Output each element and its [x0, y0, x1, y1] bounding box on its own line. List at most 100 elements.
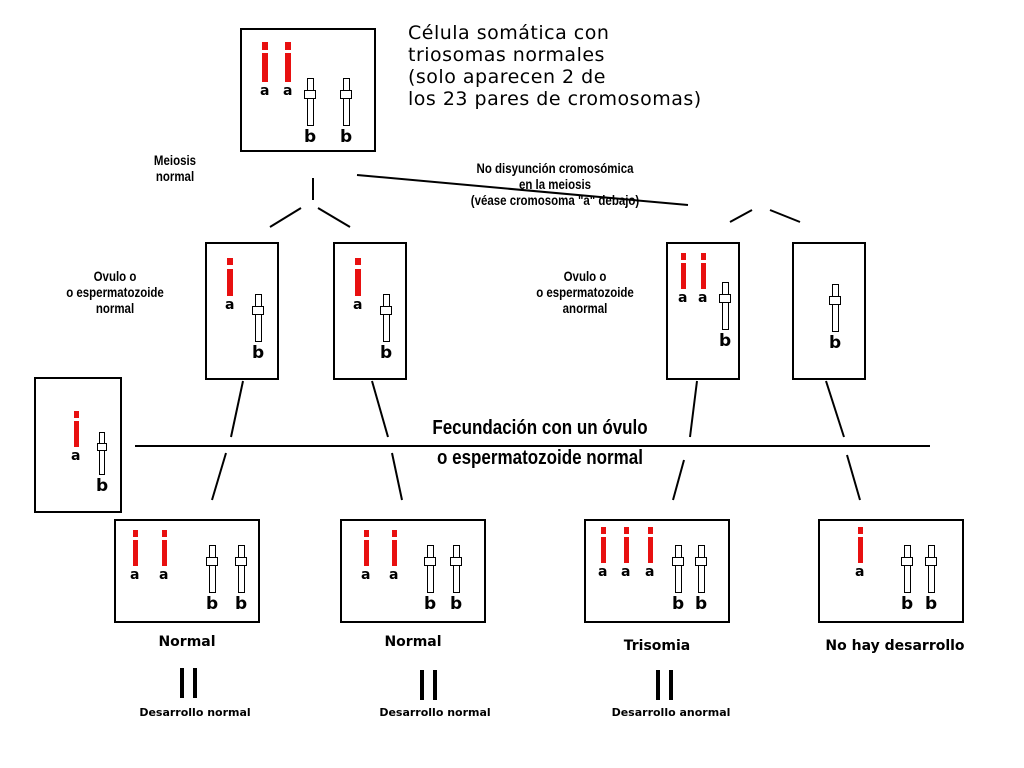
chromosome-b-centromere: [235, 557, 247, 566]
chromosome-b-label: b: [206, 594, 219, 614]
result-label-1: Normal: [158, 634, 216, 650]
connector-g2-upper: [371, 380, 389, 438]
connector-g2-lower: [391, 452, 403, 501]
label-line: No disyunción cromosómica: [476, 160, 634, 176]
label-line: o espermatozoide normal: [437, 447, 643, 469]
gamete-abnormal-label: Ovulo o o espermatozoide anormal: [524, 268, 647, 316]
chromosome-a-label: a: [698, 290, 708, 306]
connector-g3-upper: [689, 380, 698, 438]
chromosome-b-centromere: [380, 306, 392, 315]
chromosome-a-long-arm: [73, 421, 79, 447]
chromosome-a-short-arm: [132, 530, 138, 537]
chromosome-b-body: [674, 545, 682, 593]
chromosome-b-centromere: [340, 90, 352, 99]
chromosome-a-short-arm: [647, 527, 653, 534]
chromosome-b-label: b: [252, 343, 265, 363]
label-line: o espermatozoide: [66, 284, 164, 301]
chromosome-a-long-arm: [285, 53, 291, 82]
chromosome-a-label: a: [353, 296, 363, 313]
chromosome-a-short-arm: [262, 42, 268, 50]
chromosome-b-label: b: [695, 594, 708, 614]
chromosome-b-label: b: [96, 476, 109, 497]
chromosome-a-label: a: [621, 564, 631, 580]
development-label-2: Desarrollo normal: [379, 706, 491, 719]
label-line: en la meiosis: [518, 176, 592, 193]
chromosome-a-long-arm: [391, 540, 397, 566]
label-line: Fecundación con un óvulo: [432, 417, 648, 439]
chromosome-a-label: a: [71, 448, 81, 464]
chromosome-b-centromere: [925, 557, 937, 566]
meiosis-normal-label: Meiosis normal: [138, 152, 212, 184]
development-label-3: Desarrollo anormal: [611, 706, 731, 719]
chromosome-b-centromere: [206, 557, 218, 566]
chromosome-a-long-arm: [647, 537, 653, 563]
chromosome-b-label: b: [450, 594, 463, 614]
chromosome-a-short-arm: [857, 527, 863, 534]
chromosome-a-short-arm: [355, 258, 361, 266]
chromosome-b-body: [98, 432, 106, 476]
chromosome-a-short-arm: [73, 411, 79, 418]
caption-line: Célula somática con: [408, 22, 610, 44]
chromosome-b-centromere: [672, 557, 684, 566]
chromosome-b-centromere: [304, 90, 316, 99]
connector-g4-upper: [825, 380, 845, 438]
chromosome-b-label: b: [672, 594, 685, 614]
chromosome-a-label: a: [225, 296, 235, 313]
gamete-box-2: [333, 242, 407, 380]
chromosome-a-short-arm: [363, 530, 369, 537]
zygote-box-3: [584, 519, 730, 623]
label-line: normal: [155, 168, 195, 185]
gamete-box-4: [792, 242, 866, 380]
chromosome-a-short-arm: [700, 253, 706, 260]
chromosome-a-label: a: [260, 82, 270, 99]
connector-g1-upper: [230, 380, 244, 438]
chromosome-b-body: [903, 545, 911, 593]
label-line: Meiosis: [153, 152, 197, 168]
chromosome-b-body: [452, 545, 460, 593]
chromosome-a-short-arm: [285, 42, 291, 50]
chromosome-a-label: a: [598, 564, 608, 580]
chromosome-b-body: [306, 78, 314, 126]
chromosome-b-label: b: [380, 343, 393, 363]
chromosome-b-centromere: [424, 557, 436, 566]
label-line: anormal: [562, 300, 608, 317]
chromosome-b-label: b: [925, 594, 938, 614]
chromosome-b-centromere: [695, 557, 707, 566]
chromosome-a-label: a: [159, 567, 169, 583]
chromosome-b-body: [342, 78, 350, 126]
fecundation-label: Fecundación con un óvulo o espermatozoid…: [370, 415, 710, 471]
gamete-box-1: [205, 242, 279, 380]
gamete-normal-label: Ovulo o o espermatozoide normal: [54, 268, 177, 316]
chromosome-a-short-arm: [623, 527, 629, 534]
connector-nondisjunction: [356, 174, 689, 206]
chromosome-a-long-arm: [132, 540, 138, 566]
caption-line: triosomas normales: [408, 44, 605, 66]
chromosome-a-long-arm: [161, 540, 167, 566]
chromosome-b-label: b: [304, 127, 317, 147]
chromosome-a-long-arm: [700, 263, 706, 289]
caption-line: los 23 pares de cromosomas): [408, 88, 702, 110]
label-line: o espermatozoide: [536, 284, 634, 301]
connector-nd-left: [729, 209, 753, 223]
chromosome-a-short-arm: [600, 527, 606, 534]
chromosome-b-label: b: [719, 331, 732, 351]
result-label-2: Normal: [384, 634, 442, 650]
chromosome-b-centromere: [719, 294, 731, 303]
zygote-box-1: [114, 519, 260, 623]
chromosome-a-short-arm: [161, 530, 167, 537]
chromosome-a-label: a: [130, 567, 140, 583]
label-line: Ovulo o: [563, 268, 607, 284]
chromosome-b-body: [697, 545, 705, 593]
result-label-3: Trisomia: [623, 638, 691, 654]
chromosome-a-short-arm: [391, 530, 397, 537]
caption-line: (solo aparecen 2 de: [408, 66, 606, 88]
chromosome-a-long-arm: [262, 53, 268, 82]
chromosome-a-label: a: [389, 567, 399, 583]
equals-mark-1: [180, 668, 200, 698]
chromosome-b-centromere: [252, 306, 264, 315]
chromosome-a-label: a: [855, 564, 865, 580]
chromosome-b-centromere: [829, 296, 841, 305]
equals-mark-2: [420, 670, 440, 700]
chromosome-a-long-arm: [227, 268, 233, 296]
result-label-4: No hay desarrollo: [825, 638, 965, 654]
